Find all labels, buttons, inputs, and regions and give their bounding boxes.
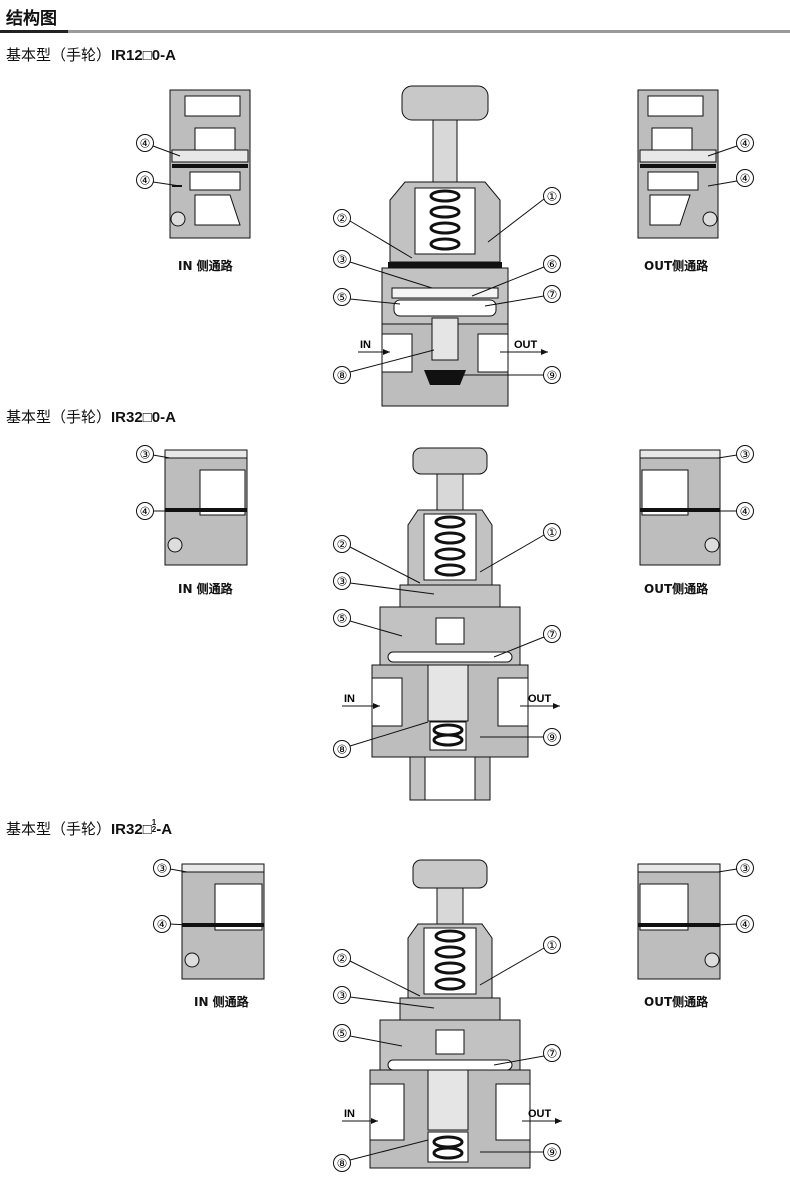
title-divider-accent [0,30,68,33]
regulator-cross-section-2 [371,447,529,801]
svg-text:③: ③ [740,862,751,876]
svg-text:②: ② [337,952,348,966]
callout-4b: ④ [136,171,181,189]
svg-text:④: ④ [140,505,151,519]
port-arrows-2: IN OUT [342,693,560,709]
svg-text:②: ② [337,212,348,226]
svg-text:⑧: ⑧ [337,1157,348,1171]
out-side-detail-3 [637,863,721,980]
port-arrows-3: IN OUT [342,1108,562,1124]
in-side-detail-1 [169,89,251,239]
svg-text:⑧: ⑧ [337,369,348,383]
svg-text:④: ④ [740,172,751,186]
svg-text:②: ② [337,538,348,552]
svg-text:⑦: ⑦ [547,1047,558,1061]
out-side-detail-1 [637,89,719,239]
svg-text:⑤: ⑤ [337,291,348,305]
callout-in3: ③ ④ [153,859,189,933]
model-number: IR12□0-A [111,47,176,64]
svg-text:①: ① [547,526,558,540]
out-side-label: OUT侧通路 [644,995,709,1009]
model-suffix: -A [156,821,173,838]
out-side-label: OUT侧通路 [644,259,709,273]
svg-text:③: ③ [157,862,168,876]
svg-text:③: ③ [740,448,751,462]
svg-text:④: ④ [140,137,151,151]
svg-text:IN: IN [344,693,355,705]
svg-text:⑤: ⑤ [337,1027,348,1041]
callout-4a: ④ [136,134,181,157]
svg-text:⑨: ⑨ [547,369,558,383]
in-side-label: IN 侧通路 [178,259,233,273]
callouts-main-1: ② ③ ⑤ ⑧ ① ⑥ ⑦ ⑨ [333,187,561,384]
title-divider [0,30,790,33]
section-title-prefix: 基本型（手轮） [6,408,112,426]
callout-in2: ③ ④ [136,445,172,520]
out-side-label: OUT侧通路 [644,582,709,596]
callout-4d: ④ [707,169,754,187]
in-side-detail-2 [164,449,248,566]
page-title: 结构图 [6,9,57,29]
callouts-main-3: ② ③ ⑤ ⑧ ① ⑦ ⑨ [333,936,561,1172]
svg-text:④: ④ [740,505,751,519]
svg-text:③: ③ [337,575,348,589]
svg-text:⑧: ⑧ [337,743,348,757]
svg-text:⑥: ⑥ [547,258,558,272]
svg-text:OUT: OUT [528,1108,552,1120]
svg-text:④: ④ [157,918,168,932]
port-arrows-1: IN OUT [358,339,548,355]
svg-text:OUT: OUT [528,693,552,705]
section-title-ir12: 基本型（手轮）IR12□0-A [6,44,176,65]
svg-text:④: ④ [740,918,751,932]
section-title-prefix: 基本型（手轮） [6,46,112,64]
in-side-detail-3 [181,863,265,980]
svg-text:⑦: ⑦ [547,288,558,302]
in-side-label: IN 侧通路 [178,582,233,596]
callout-out3: ③ ④ [715,859,754,933]
svg-text:⑨: ⑨ [547,731,558,745]
svg-text:⑨: ⑨ [547,1146,558,1160]
svg-text:OUT: OUT [514,339,538,351]
section-title-ir32-0: 基本型（手轮）IR32□0-A [6,406,176,427]
callouts-main-2: ② ③ ⑤ ⑧ ① ⑦ ⑨ [333,523,561,758]
svg-text:①: ① [547,190,558,204]
svg-text:④: ④ [740,137,751,151]
out-side-detail-2 [639,449,721,566]
svg-text:IN: IN [344,1108,355,1120]
svg-text:⑦: ⑦ [547,628,558,642]
regulator-cross-section-3 [369,859,531,1169]
svg-text:⑤: ⑤ [337,612,348,626]
regulator-cross-section-1 [381,85,509,407]
model-number: IR32□0-A [111,409,176,426]
svg-text:③: ③ [337,253,348,267]
svg-text:③: ③ [337,989,348,1003]
in-side-label: IN 侧通路 [194,995,249,1009]
section-title-prefix: 基本型（手轮） [6,820,112,838]
svg-text:IN: IN [360,339,371,351]
svg-text:④: ④ [140,174,151,188]
callout-out2: ③ ④ [716,445,754,520]
svg-text:③: ③ [140,448,151,462]
svg-text:①: ① [547,939,558,953]
callout-4c: ④ [707,134,754,157]
model-number: IR32□ [111,821,152,838]
